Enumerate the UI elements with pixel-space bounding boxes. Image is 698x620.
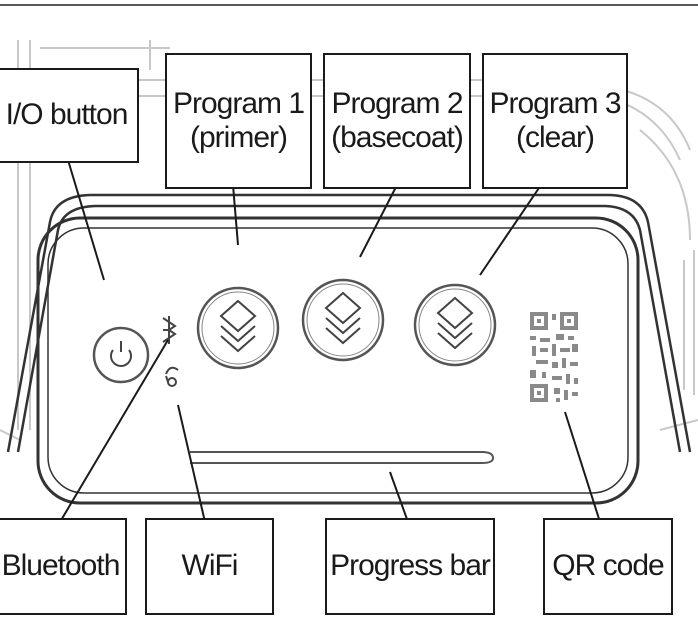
label-program-3: Program 3 [489, 86, 621, 120]
label-bluetooth: Bluetooth [1, 549, 121, 583]
bluetooth-icon [162, 316, 177, 344]
progress-bar [190, 451, 495, 464]
label-program-2-sub: (basecoat) [331, 121, 464, 154]
label-program-2: Program 2 [331, 86, 463, 120]
callout-program-1: Program 1 (primer) [165, 53, 312, 189]
layers-icon [324, 291, 362, 345]
callout-wifi: WiFi [145, 518, 274, 615]
power-button[interactable] [92, 326, 150, 384]
callout-io-button: I/O button [0, 68, 139, 163]
power-icon [110, 341, 132, 367]
label-wifi: WiFi [181, 549, 239, 583]
label-qr-code: QR code [552, 549, 664, 583]
program-3-button[interactable] [413, 283, 497, 367]
callout-bluetooth: Bluetooth [0, 518, 127, 615]
callout-program-2: Program 2 (basecoat) [323, 53, 471, 189]
program-1-button[interactable] [196, 286, 280, 370]
label-program-1: Program 1 [172, 86, 305, 120]
callout-qr-code: QR code [543, 518, 673, 615]
qr-code-icon [530, 312, 578, 402]
leader-lines [59, 159, 601, 523]
label-io-button: I/O button [5, 98, 129, 132]
layers-icon [436, 296, 474, 350]
label-program-1-sub: (primer) [190, 121, 288, 154]
label-program-3-sub: (clear) [515, 121, 595, 154]
panel-housing [6, 193, 692, 505]
label-progress-bar: Progress bar [330, 549, 491, 583]
callout-progress-bar: Progress bar [325, 518, 495, 615]
callout-program-3: Program 3 (clear) [482, 53, 628, 189]
program-2-button[interactable] [301, 278, 385, 362]
layers-icon [219, 299, 257, 353]
wifi-icon [165, 366, 179, 387]
